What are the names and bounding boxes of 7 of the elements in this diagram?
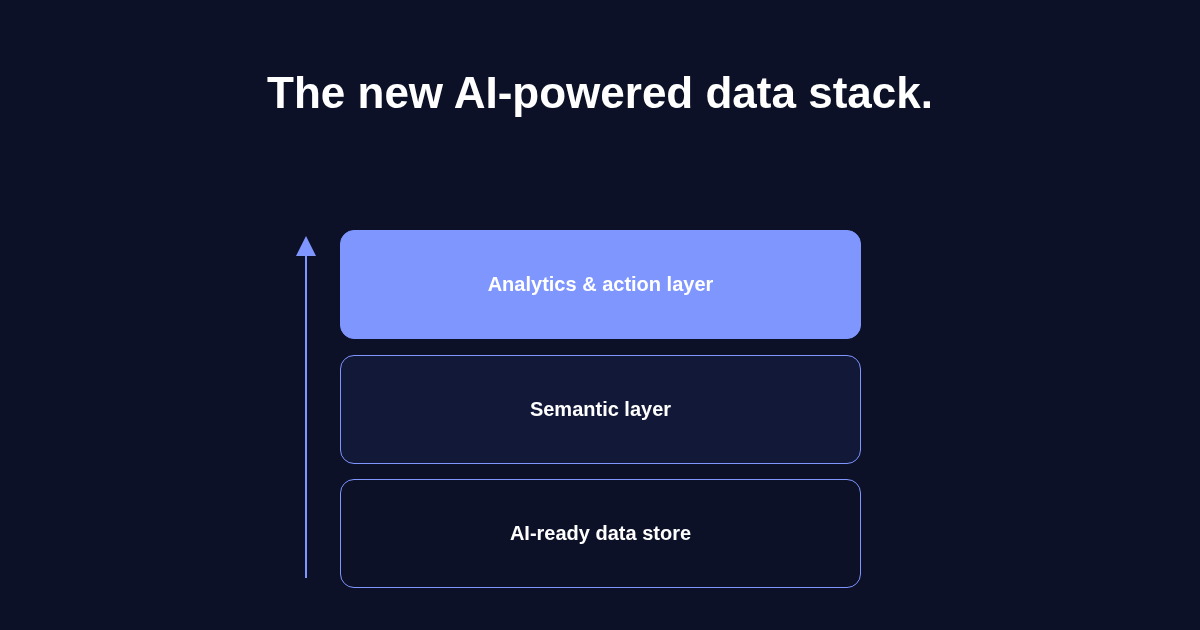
layer-box: [340, 479, 861, 588]
layer-label: AI-ready data store: [509, 522, 692, 545]
layer-box: [340, 230, 861, 339]
layer-label: Semantic layer: [529, 398, 672, 421]
layer-label: Analytics & action layer: [487, 273, 714, 296]
title: The new AI-powered data stack.: [267, 68, 933, 117]
layer-box: [340, 355, 861, 464]
